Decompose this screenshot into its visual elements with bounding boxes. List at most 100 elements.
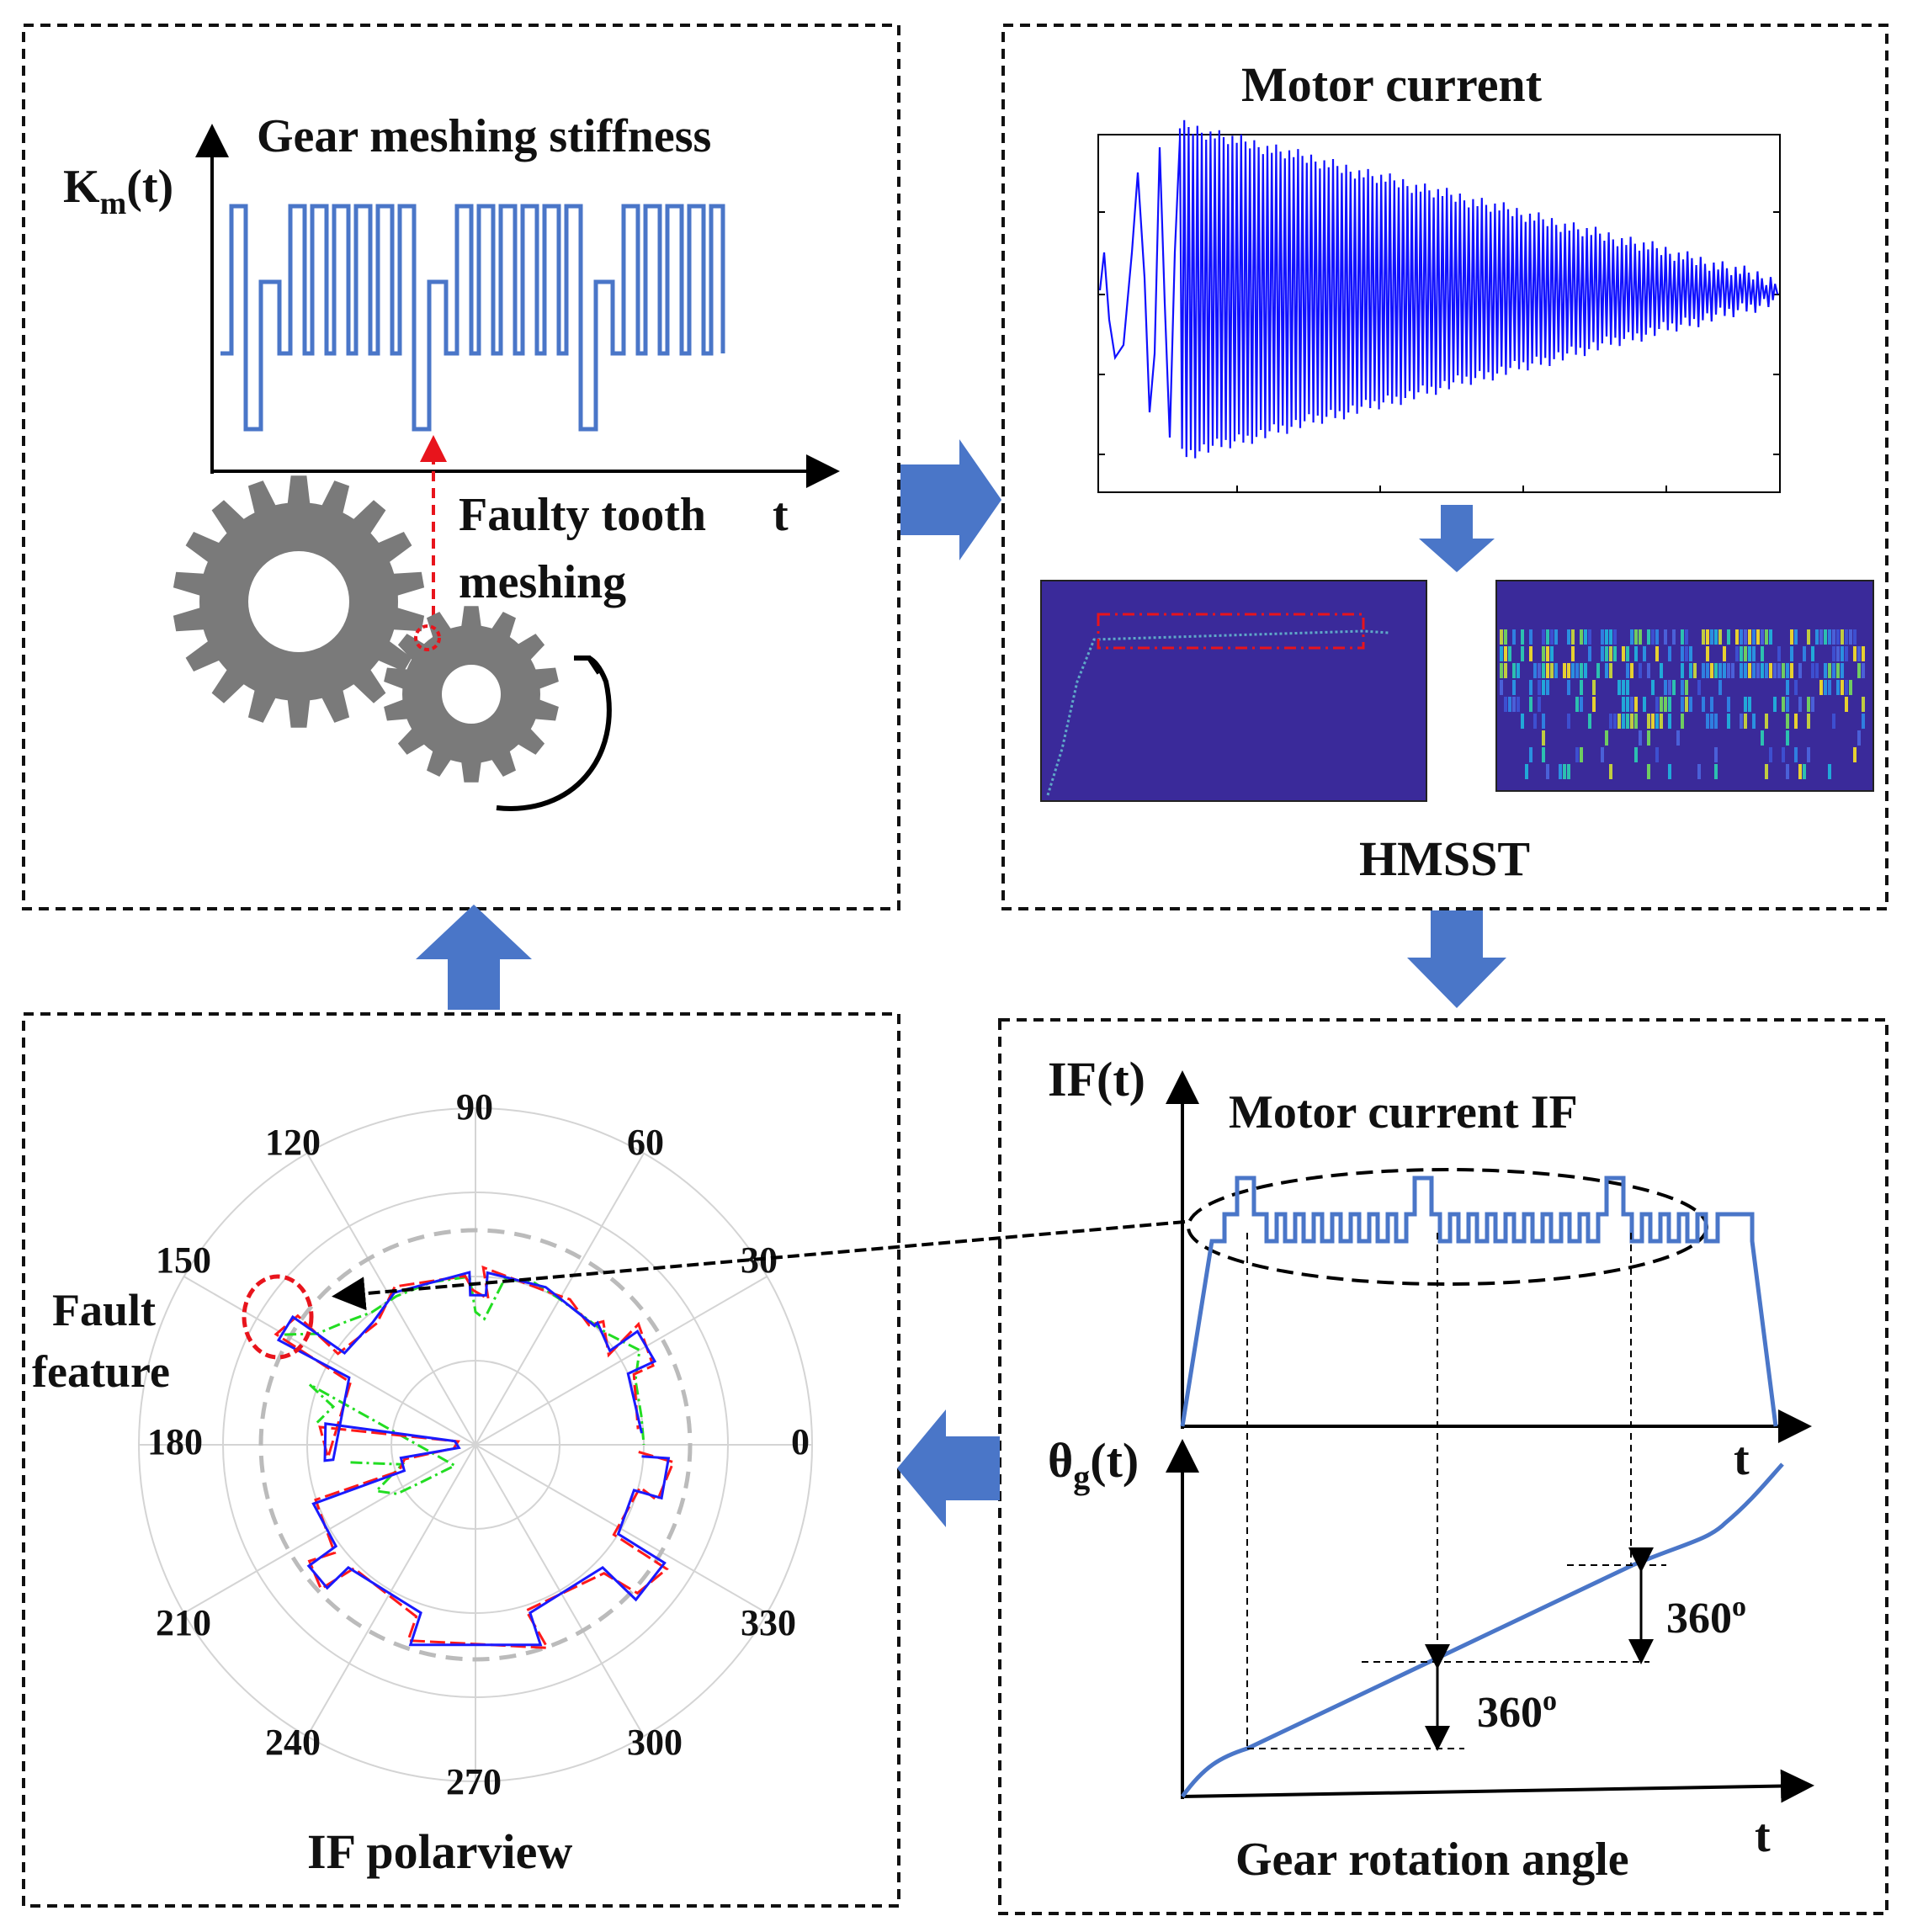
spectrogram-bin	[1853, 646, 1857, 661]
spectrogram-bin	[1824, 663, 1827, 678]
spectrogram-bin	[1710, 697, 1713, 712]
spectrogram-bin	[1773, 697, 1777, 712]
motor-current-ticks	[1098, 211, 1780, 492]
spectrogram-bin	[1752, 629, 1756, 645]
spectrogram-highlight-box	[1097, 613, 1365, 650]
spectrogram-bin	[1542, 629, 1545, 645]
spectrogram-bin	[1794, 747, 1798, 762]
spectrogram-right	[1495, 580, 1874, 792]
spectrogram-bin	[1664, 629, 1667, 645]
spectrogram-bin	[1550, 629, 1554, 645]
spectrogram-bin	[1672, 680, 1676, 695]
spectrogram-bin	[1634, 697, 1638, 712]
spectrogram-bin	[1508, 697, 1511, 712]
arrow-down-icon	[1419, 505, 1495, 572]
spectrogram-bin	[1790, 646, 1793, 661]
polar-angle-label: 120	[265, 1122, 321, 1163]
spectrogram-bin	[1714, 764, 1718, 779]
panel-frame-stiffness	[22, 24, 900, 910]
spectrogram-bin	[1756, 663, 1760, 678]
spectrogram-bin	[1605, 629, 1608, 645]
spectrogram-bin	[1504, 629, 1507, 645]
spectrogram-bin	[1542, 747, 1545, 762]
spectrogram-bin	[1773, 663, 1777, 678]
panel-frame-polar	[22, 1012, 900, 1908]
spectrogram-bin	[1849, 680, 1852, 695]
spectrogram-bin	[1660, 697, 1663, 712]
if-x-label: t	[1734, 1433, 1750, 1485]
spectrogram-bin	[1668, 697, 1671, 712]
spectrogram-bin	[1609, 663, 1612, 678]
spectrogram-bin	[1647, 764, 1650, 779]
spectrogram-bin	[1786, 680, 1789, 695]
spectrogram-bin	[1824, 629, 1827, 645]
spectrogram-bin	[1689, 663, 1692, 678]
spectrogram-bin	[1681, 646, 1684, 661]
spectrogram-bin	[1634, 646, 1638, 661]
spectrogram-bin	[1706, 629, 1709, 645]
spectrogram-bin	[1853, 747, 1857, 762]
spectrogram-bin	[1596, 663, 1600, 678]
step-label-upper-value: 360	[1666, 1595, 1732, 1643]
spectrogram-bin	[1832, 629, 1835, 645]
spectrogram-bin	[1786, 697, 1789, 712]
spectrogram-bin	[1639, 629, 1642, 645]
spectrogram-bin	[1571, 629, 1575, 645]
spectrogram-bin	[1651, 680, 1655, 695]
spectrogram-bin	[1630, 714, 1633, 729]
spectrogram-bin	[1647, 714, 1650, 729]
spectrogram-bin	[1790, 629, 1793, 645]
spectrogram-bin	[1538, 680, 1541, 695]
spectrogram-bin	[1542, 714, 1545, 729]
fault-correlation-pointer	[332, 1220, 1186, 1311]
spectrogram-bin	[1824, 680, 1827, 695]
spectrogram-bin	[1546, 680, 1549, 695]
spectrogram-bin	[1546, 663, 1549, 678]
spectrogram-bin	[1605, 646, 1608, 661]
spectrogram-bin	[1714, 629, 1718, 645]
spectrogram-bin	[1609, 629, 1612, 645]
spectrogram-bin	[1655, 714, 1659, 729]
polar-angle-label: 210	[156, 1602, 211, 1643]
spectrogram-bin	[1521, 646, 1524, 661]
stiffness-y-label-tail: (t)	[126, 161, 173, 213]
spectrogram-bin	[1517, 697, 1520, 712]
spectrogram-bin	[1668, 764, 1671, 779]
polar-angle-label: 240	[265, 1722, 321, 1763]
spectrogram-bin	[1794, 714, 1798, 729]
spectrogram-bin	[1857, 730, 1861, 746]
stiffness-panel: Gear meshing stiffness Km(t) t Faulty to…	[63, 110, 840, 811]
spectrogram-bin	[1622, 714, 1625, 729]
spectrogram-bin	[1702, 629, 1705, 645]
spectrogram-bin	[1765, 663, 1768, 678]
spectrogram-bin	[1702, 663, 1705, 678]
spectrogram-bin	[1512, 629, 1516, 645]
stiffness-y-label-main: K	[63, 161, 100, 213]
spectrogram-bin	[1744, 646, 1747, 661]
spectrogram-bin	[1567, 680, 1570, 695]
spectrogram-bin	[1832, 646, 1835, 661]
spectrogram-bin	[1546, 629, 1549, 645]
spectrogram-bin	[1584, 629, 1587, 645]
spectrogram-bin	[1676, 730, 1680, 746]
if-title: Motor current IF	[1229, 1086, 1578, 1138]
spectrogram-bin	[1853, 629, 1857, 645]
spectrogram-bin	[1815, 663, 1819, 678]
spectrogram-bin	[1740, 714, 1743, 729]
spectrogram-bin	[1529, 680, 1533, 695]
angle-step-guides	[1247, 1564, 1666, 1749]
spectrogram-bin	[1727, 663, 1730, 678]
spectrogram-bin	[1740, 663, 1743, 678]
spectrogram-bin	[1681, 714, 1684, 729]
spectrogram-bin	[1601, 646, 1604, 661]
spectrogram-bin	[1504, 646, 1507, 661]
spectrogram-bin	[1660, 714, 1663, 729]
panel-frame-motor-current	[1001, 24, 1888, 910]
spectrogram-bin	[1575, 663, 1579, 678]
spectrogram-bin	[1567, 764, 1570, 779]
spectrogram-bin	[1554, 629, 1558, 645]
spectrogram-bin	[1592, 680, 1596, 695]
rotation-arrow-icon	[496, 656, 612, 811]
spectrogram-bin	[1529, 697, 1533, 712]
spectrogram-bin	[1807, 629, 1810, 645]
